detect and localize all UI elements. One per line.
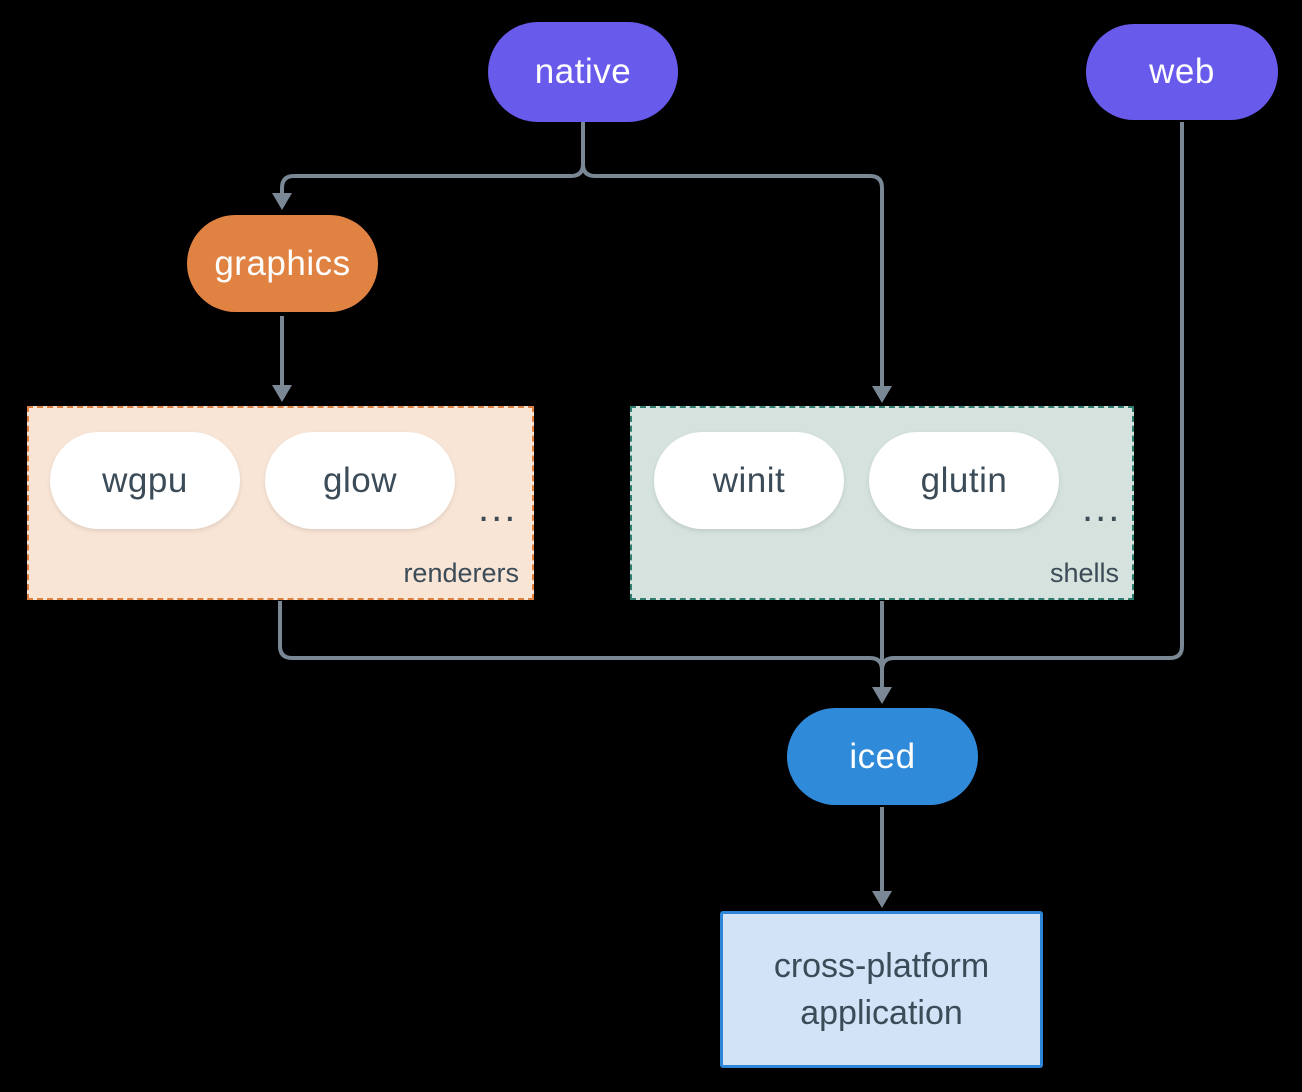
node-glow-label: glow xyxy=(323,460,397,500)
node-graphics-label: graphics xyxy=(214,243,351,283)
edge-native-graphics xyxy=(280,121,585,194)
group-shells: winit glutin ... shells xyxy=(630,406,1134,600)
arrowhead-graphics xyxy=(272,193,292,210)
node-iced-label: iced xyxy=(849,736,916,776)
arrowhead-application xyxy=(872,891,892,908)
renderers-ellipsis: ... xyxy=(478,485,518,530)
group-shells-label: shells xyxy=(1049,558,1119,588)
node-cross-platform-application: cross-platform application xyxy=(720,911,1043,1068)
node-graphics: graphics xyxy=(187,215,378,312)
node-winit: winit xyxy=(654,432,844,529)
node-web: web xyxy=(1086,24,1278,120)
node-wgpu: wgpu xyxy=(50,432,240,529)
node-native: native xyxy=(488,22,678,122)
arrowhead-iced xyxy=(872,687,892,704)
node-iced: iced xyxy=(787,708,978,805)
edge-native-shells xyxy=(581,121,884,387)
node-glutin-label: glutin xyxy=(920,460,1008,500)
node-native-label: native xyxy=(534,52,632,91)
arrowhead-shells xyxy=(872,386,892,403)
arrowhead-renderers xyxy=(272,385,292,402)
node-glow: glow xyxy=(265,432,455,529)
node-web-label: web xyxy=(1149,52,1215,91)
group-renderers-label: renderers xyxy=(403,558,519,588)
shells-ellipsis: ... xyxy=(1082,485,1122,530)
edge-renderers-merge xyxy=(278,601,884,671)
node-glutin: glutin xyxy=(869,432,1059,529)
group-renderers: wgpu glow ... renderers xyxy=(27,406,534,600)
node-wgpu-label: wgpu xyxy=(102,460,188,500)
node-winit-label: winit xyxy=(712,460,786,500)
node-application-label: cross-platform application xyxy=(773,946,990,1032)
